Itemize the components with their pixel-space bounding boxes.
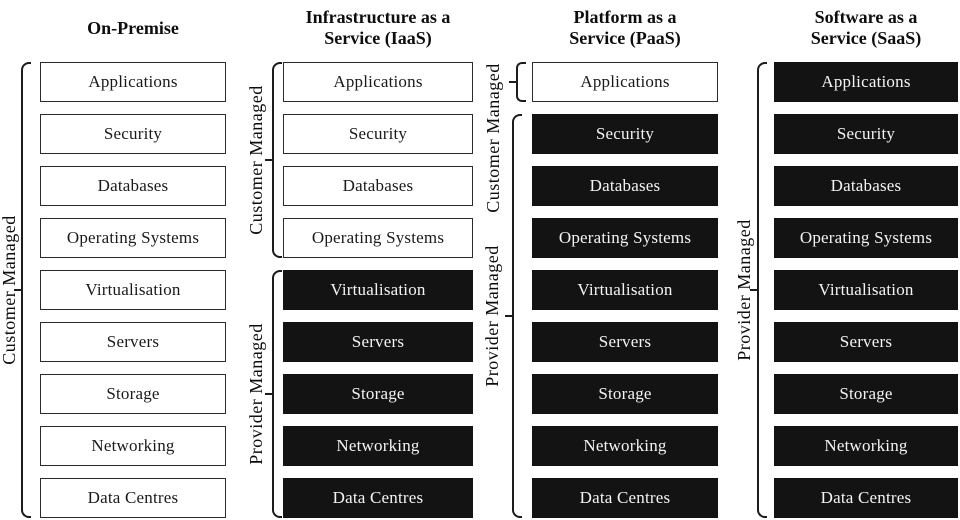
box-label: Applications <box>333 72 423 91</box>
customer-managed-bracket <box>265 62 282 258</box>
box-storage: Storage <box>532 374 718 414</box>
provider-managed-label: Provider Managed <box>482 245 502 387</box>
box-label: Databases <box>589 176 661 195</box>
box-operating-systems: Operating Systems <box>283 218 473 258</box>
box-applications: Applications <box>532 62 718 102</box>
box-label: Networking <box>91 436 175 455</box>
box-servers: Servers <box>774 322 958 362</box>
box-label: Virtualisation <box>818 280 914 299</box>
box-label: Operating Systems <box>558 228 692 247</box>
box-operating-systems: Operating Systems <box>40 218 226 258</box>
box-label: Networking <box>583 436 667 455</box>
box-label: Security <box>595 124 655 143</box>
customer-managed-label: Customer Managed <box>246 85 266 235</box>
box-virtualisation: Virtualisation <box>532 270 718 310</box>
customer-managed-bracket <box>509 62 526 102</box>
box-label: Data Centres <box>87 488 179 507</box>
box-label: Storage <box>598 384 652 403</box>
box-label: Servers <box>598 332 652 351</box>
column-title-line: Software as a <box>814 7 918 27</box>
box-label: Virtualisation <box>85 280 181 299</box>
box-label: Security <box>836 124 896 143</box>
box-applications: Applications <box>40 62 226 102</box>
box-applications: Applications <box>283 62 473 102</box>
box-networking: Networking <box>774 426 958 466</box>
customer-managed-label: Customer Managed <box>0 215 19 365</box>
box-label: Data Centres <box>332 488 424 507</box>
box-operating-systems: Operating Systems <box>532 218 718 258</box>
box-label: Storage <box>106 384 160 403</box>
column-title-saas: Software as a Service (SaaS) <box>774 2 958 54</box>
box-databases: Databases <box>40 166 226 206</box>
column-title-iaas: Infrastructure as a Service (IaaS) <box>283 2 473 54</box>
provider-managed-bracket <box>505 114 522 518</box>
box-label: Operating Systems <box>66 228 200 247</box>
box-servers: Servers <box>532 322 718 362</box>
box-label: Operating Systems <box>799 228 933 247</box>
box-data-centres: Data Centres <box>774 478 958 518</box>
box-servers: Servers <box>283 322 473 362</box>
box-label: Servers <box>839 332 893 351</box>
box-label: Databases <box>342 176 414 195</box>
box-label: Data Centres <box>579 488 671 507</box>
box-databases: Databases <box>283 166 473 206</box>
box-security: Security <box>283 114 473 154</box>
box-operating-systems: Operating Systems <box>774 218 958 258</box>
column-title-line: Service (SaaS) <box>810 28 922 48</box>
box-data-centres: Data Centres <box>40 478 226 518</box>
box-virtualisation: Virtualisation <box>40 270 226 310</box>
box-label: Databases <box>97 176 169 195</box>
column-title-paas: Platform as a Service (PaaS) <box>532 2 718 54</box>
box-label: Servers <box>106 332 160 351</box>
box-label: Operating Systems <box>311 228 445 247</box>
box-label: Applications <box>580 72 670 91</box>
column-title-line: Platform as a <box>573 7 677 27</box>
box-security: Security <box>40 114 226 154</box>
box-label: Virtualisation <box>330 280 426 299</box>
box-networking: Networking <box>40 426 226 466</box>
box-virtualisation: Virtualisation <box>283 270 473 310</box>
box-label: Virtualisation <box>577 280 673 299</box>
column-title-on-premise: On-Premise <box>40 2 226 54</box>
box-databases: Databases <box>774 166 958 206</box>
box-label: Storage <box>839 384 893 403</box>
provider-managed-label: Provider Managed <box>246 323 266 465</box>
box-storage: Storage <box>283 374 473 414</box>
column-title-line: Infrastructure as a <box>305 7 451 27</box>
box-networking: Networking <box>283 426 473 466</box>
box-label: Data Centres <box>820 488 912 507</box>
box-databases: Databases <box>532 166 718 206</box>
box-label: Networking <box>824 436 908 455</box>
box-security: Security <box>774 114 958 154</box>
provider-managed-label: Provider Managed <box>734 219 754 361</box>
box-servers: Servers <box>40 322 226 362</box>
box-label: Storage <box>351 384 405 403</box>
provider-managed-bracket <box>265 270 282 518</box>
box-networking: Networking <box>532 426 718 466</box>
box-applications: Applications <box>774 62 958 102</box>
box-label: Databases <box>830 176 902 195</box>
customer-managed-bracket <box>14 62 31 518</box>
box-label: Applications <box>821 72 911 91</box>
box-label: Security <box>103 124 163 143</box>
box-label: Servers <box>351 332 405 351</box>
column-title-line: Service (PaaS) <box>569 28 681 48</box>
box-security: Security <box>532 114 718 154</box>
box-data-centres: Data Centres <box>532 478 718 518</box>
column-title-line: On-Premise <box>87 17 179 38</box>
box-storage: Storage <box>774 374 958 414</box>
box-label: Applications <box>88 72 178 91</box>
box-virtualisation: Virtualisation <box>774 270 958 310</box>
column-title-line: Service (IaaS) <box>324 28 432 48</box>
box-storage: Storage <box>40 374 226 414</box>
box-label: Networking <box>336 436 420 455</box>
box-data-centres: Data Centres <box>283 478 473 518</box>
provider-managed-bracket <box>750 62 767 518</box>
box-label: Security <box>348 124 408 143</box>
